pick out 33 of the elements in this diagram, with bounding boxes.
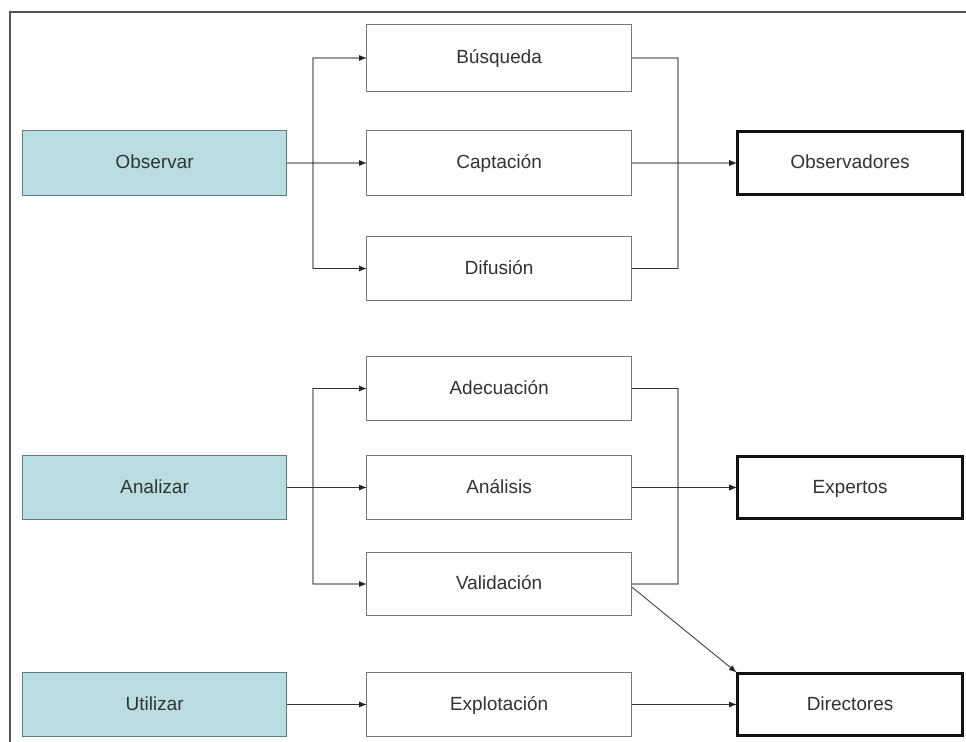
- node-label: Utilizar: [125, 694, 184, 716]
- arrow: [286, 162, 366, 272]
- node-label: Expertos: [812, 476, 888, 498]
- arrow: [632, 586, 736, 672]
- stage-box: [22, 130, 287, 196]
- process-box: [366, 455, 632, 520]
- arrow: [632, 702, 736, 708]
- process-box: [366, 24, 632, 92]
- actor-box: [736, 455, 964, 520]
- arrow: [286, 702, 366, 708]
- actor-box: [736, 130, 964, 196]
- arrow: [286, 487, 366, 587]
- process-box: [366, 356, 632, 421]
- process-box: [366, 236, 632, 301]
- node-label: Análisis: [466, 476, 532, 498]
- process-box: [366, 130, 632, 196]
- process-box: [366, 552, 632, 616]
- stage-box: [22, 672, 287, 737]
- node-label: Adecuación: [449, 378, 549, 400]
- node-label: Validación: [456, 573, 542, 595]
- node-label: Analizar: [120, 476, 189, 498]
- arrow: [632, 160, 736, 269]
- node-label: Observadores: [790, 152, 910, 174]
- node-label: Difusión: [464, 258, 534, 280]
- node-label: Explotación: [450, 694, 548, 716]
- node-label: Observar: [115, 152, 194, 174]
- node-label: Captación: [456, 152, 542, 174]
- actor-box: [736, 672, 964, 737]
- node-label: Búsqueda: [456, 47, 542, 69]
- stage-box: [22, 455, 287, 520]
- arrow: [632, 484, 736, 584]
- process-box: [366, 672, 632, 737]
- node-label: Directores: [806, 694, 894, 716]
